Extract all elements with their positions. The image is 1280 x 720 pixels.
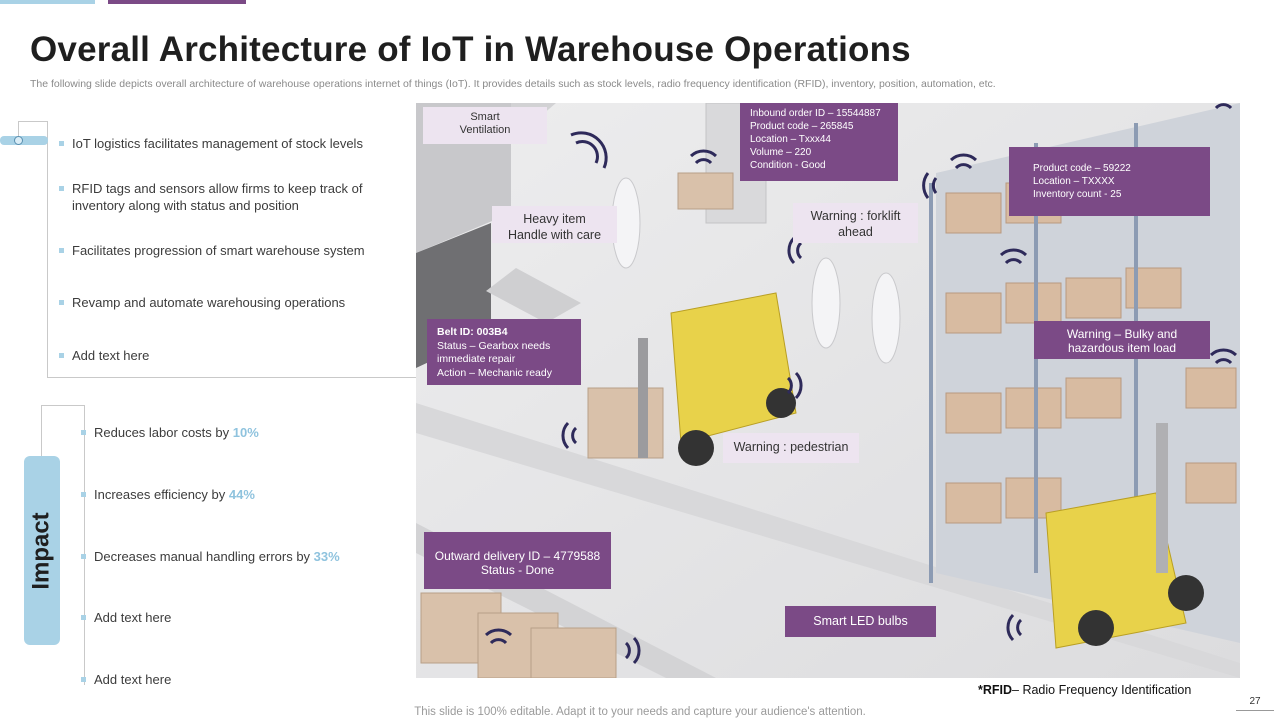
impact-pill: [24, 456, 60, 645]
connector-dot: [14, 136, 23, 145]
callout-smart-ventilation: Smart Ventilation: [423, 107, 547, 144]
impact-item: Add text here: [81, 672, 171, 687]
bullet-marker: [59, 141, 64, 146]
bullet-item: Revamp and automate warehousing operatio…: [59, 295, 389, 312]
rfid-footnote: *RFID– Radio Frequency Identification: [978, 683, 1192, 697]
callout-inbound-order: Inbound order ID – 15544887 Product code…: [740, 103, 898, 181]
forklift-right: [1045, 423, 1204, 649]
bullet-list-frame: [47, 121, 417, 378]
bullet-item: RFID tags and sensors allow firms to kee…: [59, 181, 389, 214]
impact-item: Decreases manual handling errors by 33%: [81, 549, 340, 564]
callout-heavy-item: Heavy item Handle with care: [492, 206, 617, 243]
callout-product-code: Product code – 59222 Location – TXXXX In…: [1009, 147, 1210, 216]
bullet-item: IoT logistics facilitates management of …: [59, 136, 389, 153]
callout-warning-pedestrian: Warning : pedestrian: [723, 433, 859, 463]
top-accent-bar-blue: [0, 0, 95, 4]
callout-warning-bulky: Warning – Bulky and hazardous item load: [1034, 321, 1210, 359]
bullet-marker: [81, 615, 86, 620]
callout-outward-delivery: Outward delivery ID – 4779588 Status - D…: [424, 532, 611, 589]
slide-subtitle: The following slide depicts overall arch…: [30, 78, 996, 90]
bullet-marker: [59, 186, 64, 191]
impact-item: Add text here: [81, 610, 171, 625]
belt-title: Belt ID: 003B4: [437, 326, 508, 338]
top-accent-bar-purple: [108, 0, 246, 4]
bullet-marker: [59, 300, 64, 305]
callout-warning-forklift: Warning : forklift ahead: [793, 203, 918, 243]
connector-pill: [0, 136, 48, 145]
impact-label: Impact: [28, 511, 56, 590]
bullet-item: Facilitates progression of smart warehou…: [59, 243, 389, 260]
bullet-marker: [59, 248, 64, 253]
footer-note: This slide is 100% editable. Adapt it to…: [414, 706, 866, 718]
impact-label-wrap: Impact: [24, 456, 60, 645]
wifi-signal-icons: [484, 103, 1238, 665]
callout-belt: Belt ID: 003B4 Status – Gearbox needs im…: [427, 319, 581, 385]
bullet-marker: [81, 430, 86, 435]
bullet-marker: [81, 492, 86, 497]
warehouse-illustration: Smart Ventilation Inbound order ID – 155…: [416, 103, 1240, 678]
list-connector-line: [18, 121, 48, 141]
impact-connector-line: [41, 405, 42, 457]
impact-item: Increases efficiency by 44%: [81, 487, 255, 502]
forklift-center: [638, 292, 797, 466]
workers: [611, 177, 901, 364]
callout-smart-led: Smart LED bulbs: [785, 606, 936, 637]
bullet-marker: [81, 677, 86, 682]
impact-item: Reduces labor costs by 10%: [81, 425, 259, 440]
belt-body: Status – Gearbox needs immediate repair …: [437, 339, 552, 379]
bullet-marker: [81, 554, 86, 559]
bullet-marker: [59, 353, 64, 358]
impact-frame: [41, 405, 85, 685]
page-number: 27: [1236, 696, 1274, 711]
bullet-item: Add text here: [59, 348, 389, 365]
slide-title: Overall Architecture of IoT in Warehouse…: [30, 30, 911, 69]
cardboard-boxes: [420, 172, 734, 678]
